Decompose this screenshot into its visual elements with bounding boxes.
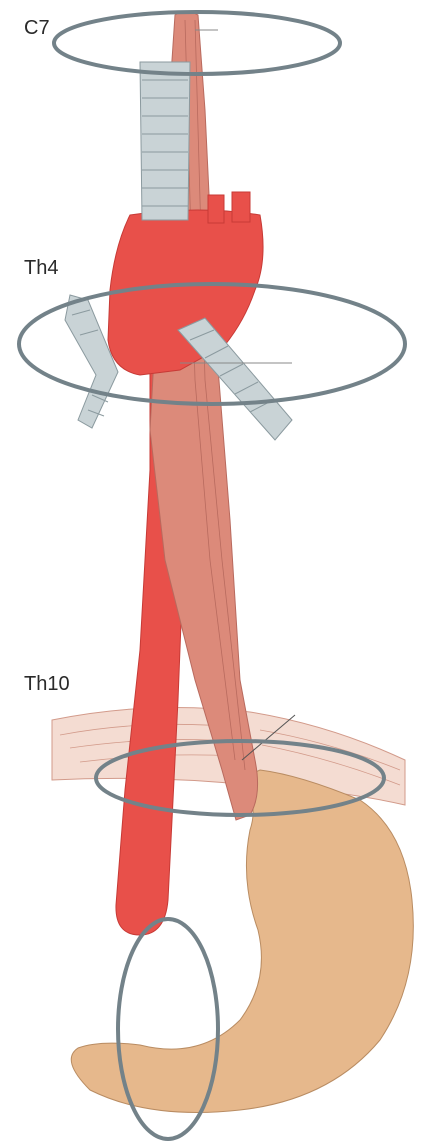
level-label-c7: C7: [24, 18, 50, 38]
level-label-th10: Th10: [24, 674, 70, 694]
level-label-th4: Th4: [24, 258, 58, 278]
trachea: [140, 62, 190, 220]
